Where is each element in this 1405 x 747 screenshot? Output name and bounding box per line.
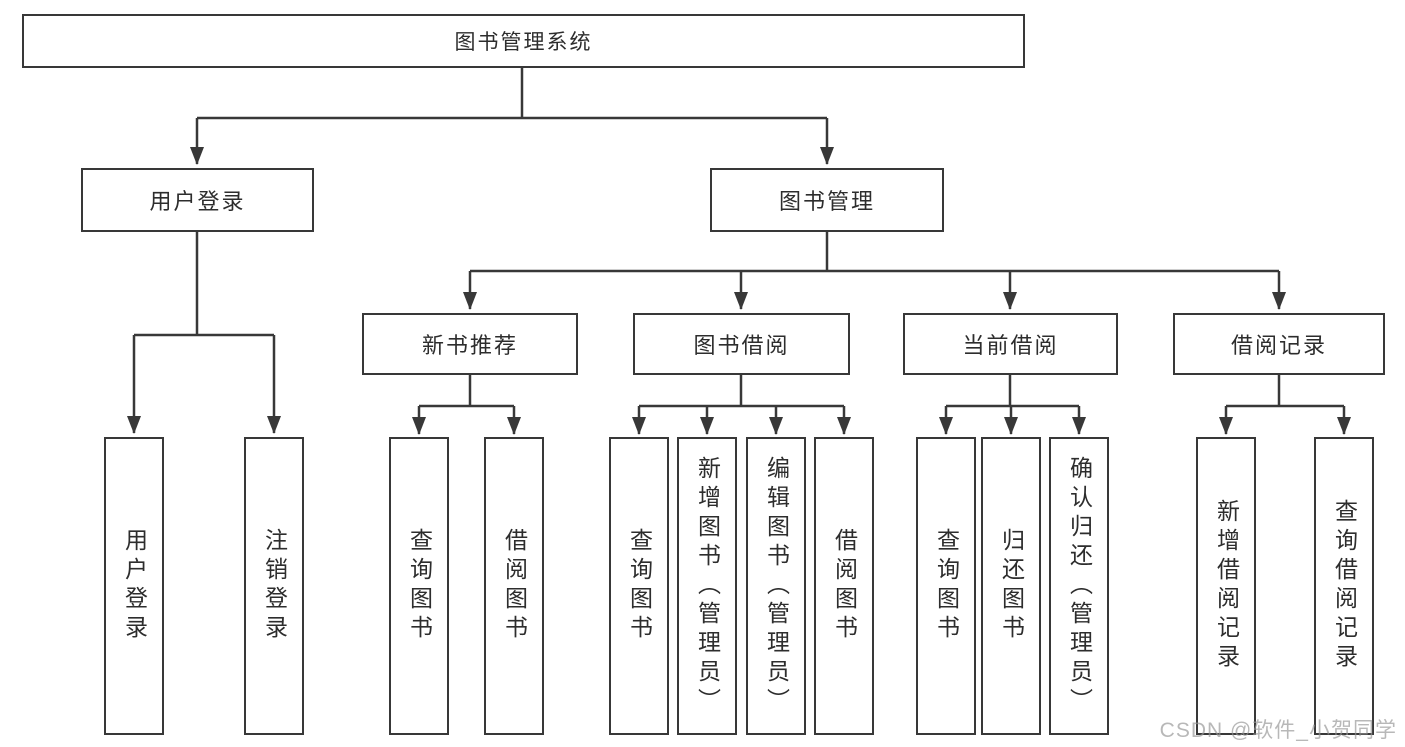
leaf-logout: 注销登录 <box>244 437 304 735</box>
edges-current-borrow <box>939 375 1086 435</box>
node-new-book-recommend: 新书推荐 <box>362 313 578 375</box>
csdn-watermark: CSDN @软件_小贺同学 <box>1159 719 1397 742</box>
leaf-edit-books-admin-label: 编辑图书（管理员） <box>763 455 790 717</box>
edges-book-borrow <box>632 375 851 435</box>
edges-new-book <box>412 375 521 435</box>
leaf-borrow-books: 借阅图书 <box>814 437 874 735</box>
leaf-confirm-return-admin: 确认归还（管理员） <box>1049 437 1109 735</box>
edges-book-mgmt <box>463 232 1286 310</box>
node-book-borrow: 图书借阅 <box>633 313 850 375</box>
leaf-return-books: 归还图书 <box>981 437 1041 735</box>
leaf-query-borrow-record: 查询借阅记录 <box>1314 437 1374 735</box>
node-library-system: 图书管理系统 <box>22 14 1025 68</box>
leaf-query-borrow-record-label: 查询借阅记录 <box>1331 499 1358 673</box>
node-user-login: 用户登录 <box>81 168 314 232</box>
node-current-borrow: 当前借阅 <box>903 313 1118 375</box>
leaf-query-books-recommend-label: 查询图书 <box>406 528 433 644</box>
node-library-system-label: 图书管理系统 <box>454 31 593 54</box>
leaf-add-borrow-record: 新增借阅记录 <box>1196 437 1256 735</box>
leaf-borrow-books-recommend-label: 借阅图书 <box>501 528 528 644</box>
node-new-book-recommend-label: 新书推荐 <box>421 333 518 358</box>
leaf-add-books-admin-label: 新增图书（管理员） <box>694 455 721 717</box>
node-book-mgmt-label: 图书管理 <box>778 189 875 214</box>
edges-root <box>190 68 834 165</box>
node-borrow-records: 借阅记录 <box>1173 313 1385 375</box>
leaf-user-login: 用户登录 <box>104 437 164 735</box>
leaf-borrow-books-recommend: 借阅图书 <box>484 437 544 735</box>
leaf-add-borrow-record-label: 新增借阅记录 <box>1213 499 1240 673</box>
leaf-query-books-recommend: 查询图书 <box>389 437 449 735</box>
node-borrow-records-label: 借阅记录 <box>1230 333 1327 358</box>
leaf-logout-label: 注销登录 <box>261 528 288 644</box>
leaf-query-books-current-label: 查询图书 <box>933 528 960 644</box>
leaf-query-books-borrow: 查询图书 <box>609 437 669 735</box>
node-user-login-label: 用户登录 <box>149 189 246 214</box>
leaf-user-login-label: 用户登录 <box>121 528 148 644</box>
edges-borrow-records <box>1219 375 1351 435</box>
leaf-return-books-label: 归还图书 <box>998 528 1025 644</box>
leaf-borrow-books-label: 借阅图书 <box>831 528 858 644</box>
edges-user-login <box>127 232 281 434</box>
node-current-borrow-label: 当前借阅 <box>962 333 1059 358</box>
leaf-edit-books-admin: 编辑图书（管理员） <box>746 437 806 735</box>
leaf-query-books-current: 查询图书 <box>916 437 976 735</box>
node-book-mgmt: 图书管理 <box>710 168 944 232</box>
leaf-confirm-return-admin-label: 确认归还（管理员） <box>1066 455 1093 717</box>
leaf-add-books-admin: 新增图书（管理员） <box>677 437 737 735</box>
node-book-borrow-label: 图书借阅 <box>693 333 790 358</box>
leaf-query-books-borrow-label: 查询图书 <box>626 528 653 644</box>
